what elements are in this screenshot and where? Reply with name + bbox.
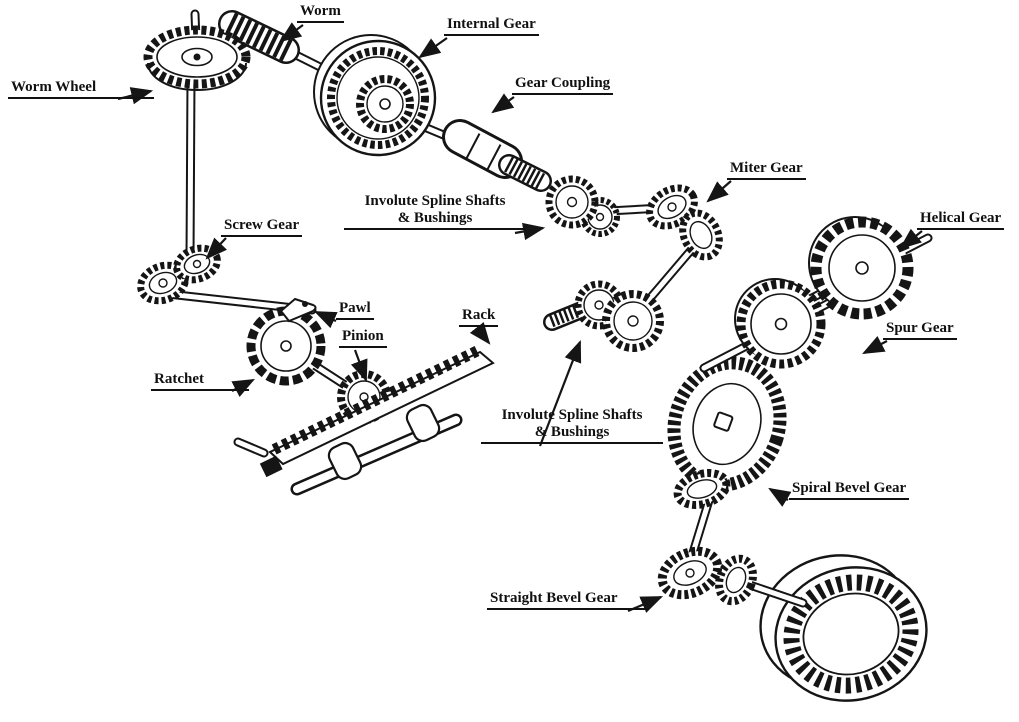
- label-pawl: Pawl: [336, 300, 374, 320]
- rack-drawing: [268, 346, 495, 466]
- label-internal-gear: Internal Gear: [444, 16, 539, 36]
- label-helical-gear: Helical Gear: [917, 210, 1005, 230]
- leader-involute-spline-1: [514, 222, 546, 241]
- label-line-2: & Bushings: [534, 423, 610, 440]
- leader-involute-spline-2: [538, 339, 582, 447]
- helical-gear-drawing: [808, 216, 914, 320]
- label-worm-wheel: Worm Wheel: [8, 79, 154, 99]
- label-miter-gear: Miter Gear: [727, 160, 806, 180]
- leader-rack: [469, 321, 491, 345]
- leader-spiral-bevel-gear: [768, 487, 792, 507]
- worm-wheel-drawing: [143, 9, 251, 263]
- rack-base-drawing: [233, 403, 463, 496]
- gear-coupling-drawing: [442, 119, 552, 192]
- leader-pawl: [313, 310, 338, 329]
- ring-drum-drawing: [759, 554, 928, 702]
- label-spiral-bevel-gear: Spiral Bevel Gear: [789, 480, 910, 500]
- label-involute-spline-shafts-2: Involute Spline Shafts & Bushings: [481, 407, 663, 444]
- involute-spline-shafts-2-drawing: [543, 280, 664, 352]
- label-involute-spline-shafts-1: Involute Spline Shafts & Bushings: [344, 193, 526, 230]
- label-line-1: Involute Spline Shafts: [364, 193, 506, 209]
- label-worm: Worm: [297, 3, 344, 23]
- label-screw-gear: Screw Gear: [221, 217, 303, 237]
- leader-spur-gear: [862, 336, 888, 355]
- leader-helical-gear: [899, 228, 923, 250]
- label-ratchet: Ratchet: [151, 371, 249, 391]
- leader-gear-coupling: [491, 93, 515, 114]
- leader-lines: [117, 22, 923, 613]
- label-rack: Rack: [459, 307, 499, 327]
- screw-gear-drawing: [137, 244, 317, 315]
- label-straight-bevel-gear: Straight Bevel Gear: [487, 590, 649, 610]
- miter-gear-drawing: [635, 184, 723, 315]
- leader-pinion: [350, 349, 368, 383]
- involute-spline-shafts-1-drawing: [545, 175, 667, 237]
- leader-worm: [279, 22, 304, 43]
- label-line-2: & Bushings: [397, 209, 473, 226]
- spur-gear-drawing: [734, 278, 826, 369]
- pawl-drawing: [279, 297, 317, 323]
- leader-screw-gear: [205, 237, 228, 260]
- label-gear-coupling: Gear Coupling: [512, 75, 614, 95]
- label-pinion: Pinion: [339, 328, 387, 348]
- label-spur-gear: Spur Gear: [883, 320, 957, 340]
- straight-bevel-gear-drawing: [657, 546, 808, 608]
- label-line-1: Involute Spline Shafts: [501, 407, 643, 423]
- leader-internal-gear: [418, 37, 448, 59]
- spiral-bevel-gear-drawing: [667, 356, 787, 561]
- leader-miter-gear: [706, 180, 732, 203]
